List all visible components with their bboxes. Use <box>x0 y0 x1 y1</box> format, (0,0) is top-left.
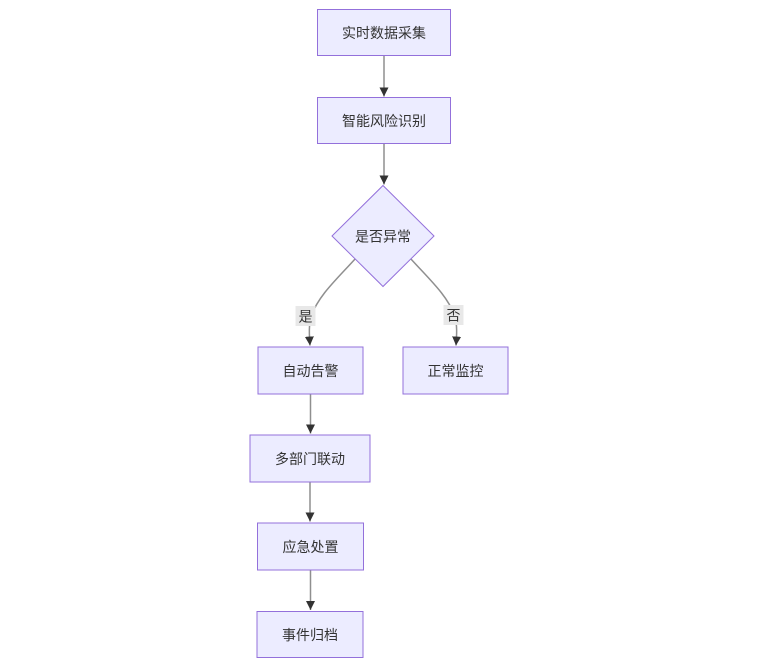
node-multi-department-linkage-box <box>249 434 371 483</box>
node-auto-alert: 自动告警 <box>257 346 364 395</box>
node-emergency-response-label: 应急处置 <box>283 539 339 555</box>
node-normal-monitoring-label: 正常监控 <box>428 363 484 379</box>
node-multi-department-linkage: 多部门联动 <box>249 434 371 483</box>
edge-decision-yes-to-alert <box>304 257 357 346</box>
edge-label-yes-text: 是 <box>299 309 313 325</box>
node-multi-department-linkage-label: 多部门联动 <box>275 451 345 467</box>
node-emergency-response: 应急处置 <box>257 522 364 571</box>
edge-label-yes: 是 <box>295 306 316 326</box>
node-auto-alert-box <box>257 346 364 395</box>
edge-label-no-bg <box>443 305 464 325</box>
node-realtime-data-collection: 实时数据采集 <box>317 9 451 56</box>
node-event-archive: 事件归档 <box>256 611 364 658</box>
node-realtime-data-collection-box <box>317 9 451 56</box>
node-risk-identification-label: 智能风险识别 <box>342 113 426 129</box>
edge-label-no: 否 <box>443 305 464 325</box>
edge-label-no-text: 否 <box>447 308 461 324</box>
node-risk-identification-box <box>317 97 451 144</box>
node-event-archive-box <box>256 611 364 658</box>
node-auto-alert-label: 自动告警 <box>283 363 339 379</box>
node-decision-abnormal-diamond <box>331 184 435 288</box>
edge-decision-no-to-monitor <box>409 257 462 346</box>
node-decision-abnormal-label: 是否异常 <box>355 229 411 245</box>
node-emergency-response-box <box>257 522 364 571</box>
node-event-archive-label: 事件归档 <box>282 627 338 643</box>
node-normal-monitoring: 正常监控 <box>402 346 509 395</box>
node-decision-abnormal: 是否异常 <box>331 184 435 288</box>
node-realtime-data-collection-label: 实时数据采集 <box>342 25 426 41</box>
node-normal-monitoring-box <box>402 346 509 395</box>
node-risk-identification: 智能风险识别 <box>317 97 451 144</box>
edge-label-yes-bg <box>295 306 316 326</box>
